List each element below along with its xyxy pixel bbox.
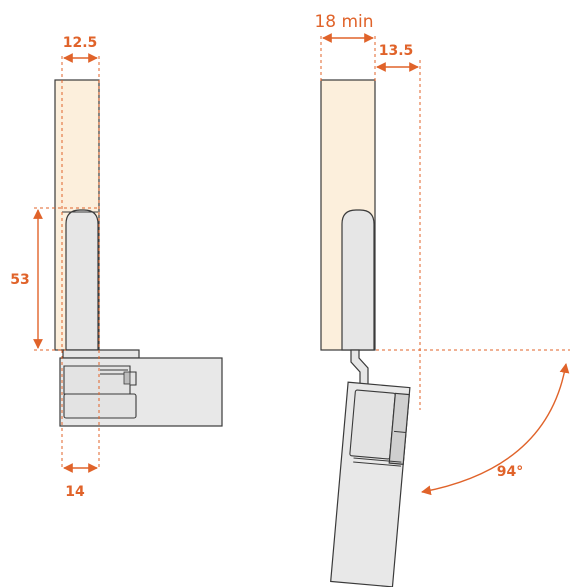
right-door-rotated	[330, 381, 411, 587]
angle-label-94: 94°	[497, 464, 523, 480]
angle-arc	[421, 363, 570, 496]
dim-label-13-5: 13.5	[379, 43, 414, 59]
dim-label-53: 53	[10, 272, 29, 288]
right-view: 18 min 13.5 94°	[314, 12, 570, 587]
left-view: 12.5 53 14	[10, 35, 223, 500]
dim-label-14: 14	[65, 484, 85, 500]
right-hinge-arm	[341, 209, 375, 351]
left-hinge-arm	[65, 209, 99, 351]
left-mounting-plate	[62, 349, 140, 359]
dim-label-18-min: 18 min	[314, 12, 373, 32]
dim-label-12-5: 12.5	[63, 35, 98, 51]
left-hinge-cup	[63, 393, 137, 419]
right-hinge-cup	[349, 389, 396, 460]
right-hinge-body	[388, 392, 410, 465]
